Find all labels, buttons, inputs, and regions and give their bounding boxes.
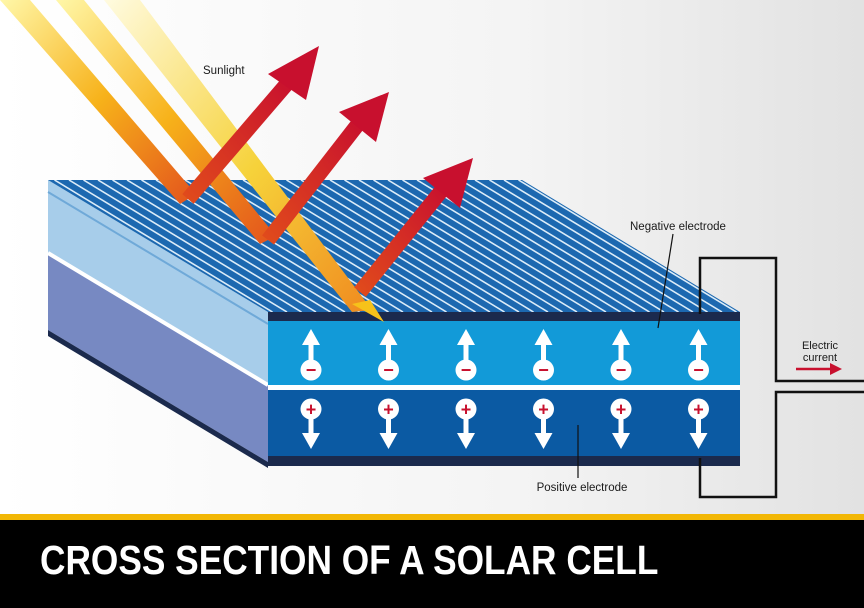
reflected-light-arrow — [262, 92, 389, 245]
negative-charge-carrier: − — [378, 329, 399, 381]
n-layer — [268, 321, 740, 385]
title-bar: CROSS SECTION OF A SOLAR CELL — [0, 514, 864, 608]
side-face-bottom-layer — [48, 253, 268, 462]
positive-electrode-plate — [268, 456, 740, 466]
negative-charge-symbol: − — [383, 360, 394, 380]
circuit-wire-top — [698, 256, 864, 383]
junction-line — [268, 385, 740, 390]
negative-charge-symbol: − — [693, 360, 704, 380]
positive-charge-symbol: + — [693, 400, 704, 420]
current-arrow-head — [830, 363, 842, 375]
page-title: CROSS SECTION OF A SOLAR CELL — [40, 537, 659, 583]
negative-charge-carrier: − — [610, 329, 632, 381]
positive-electrode-label: Positive electrode — [537, 482, 628, 494]
sunlight-beam — [56, 0, 276, 244]
negative-charge-symbol: − — [616, 360, 627, 380]
negative-charge-carrier: − — [300, 329, 322, 381]
negative-electrode-label: Negative electrode — [630, 221, 726, 233]
side-face-top-layer — [48, 180, 268, 385]
positive-charge-symbol: + — [461, 400, 472, 420]
side-bottom-electrode — [48, 330, 268, 468]
negative-charge-symbol: − — [306, 360, 317, 380]
positive-charge-carrier: + — [378, 398, 399, 449]
positive-charge-carrier: + — [533, 398, 554, 449]
side-edge-line — [46, 251, 270, 387]
positive-charge-carrier: + — [688, 398, 709, 449]
positive-charge-symbol: + — [538, 400, 549, 420]
sunlight-beam-tip — [352, 300, 384, 322]
reflected-light-arrow — [354, 158, 473, 297]
negative-charge-symbol: − — [461, 360, 472, 380]
charge-carriers: − + − + − + − + − + − + — [300, 329, 709, 449]
positive-charge-carrier: + — [300, 398, 322, 449]
p-layer — [268, 390, 740, 456]
negative-charge-symbol: − — [538, 360, 549, 380]
positive-charge-symbol: + — [306, 400, 317, 420]
sunlight-beam — [0, 0, 196, 204]
reflected-light-arrow — [182, 46, 319, 204]
sunlight-label: Sunlight — [203, 65, 245, 77]
electric-current-label-line2: current — [803, 352, 837, 364]
positive-charge-carrier: + — [455, 398, 477, 449]
negative-charge-carrier: − — [533, 329, 554, 381]
solar-cell-diagram: − + − + − + − + − + − + Sunlight Negative electrode… — [0, 0, 864, 514]
positive-charge-symbol: + — [383, 400, 394, 420]
negative-charge-carrier: − — [688, 329, 709, 381]
electric-current-label-line1: Electric — [802, 340, 839, 352]
negative-electrode-plate — [268, 312, 740, 321]
negative-electrode-leader — [657, 233, 674, 329]
positive-charge-carrier: + — [610, 398, 632, 449]
sunlight-beam — [104, 0, 372, 312]
positive-charge-symbol: + — [616, 400, 627, 420]
negative-charge-carrier: − — [455, 329, 477, 381]
side-edge-line — [47, 191, 269, 325]
circuit-wire-bottom — [698, 390, 864, 499]
